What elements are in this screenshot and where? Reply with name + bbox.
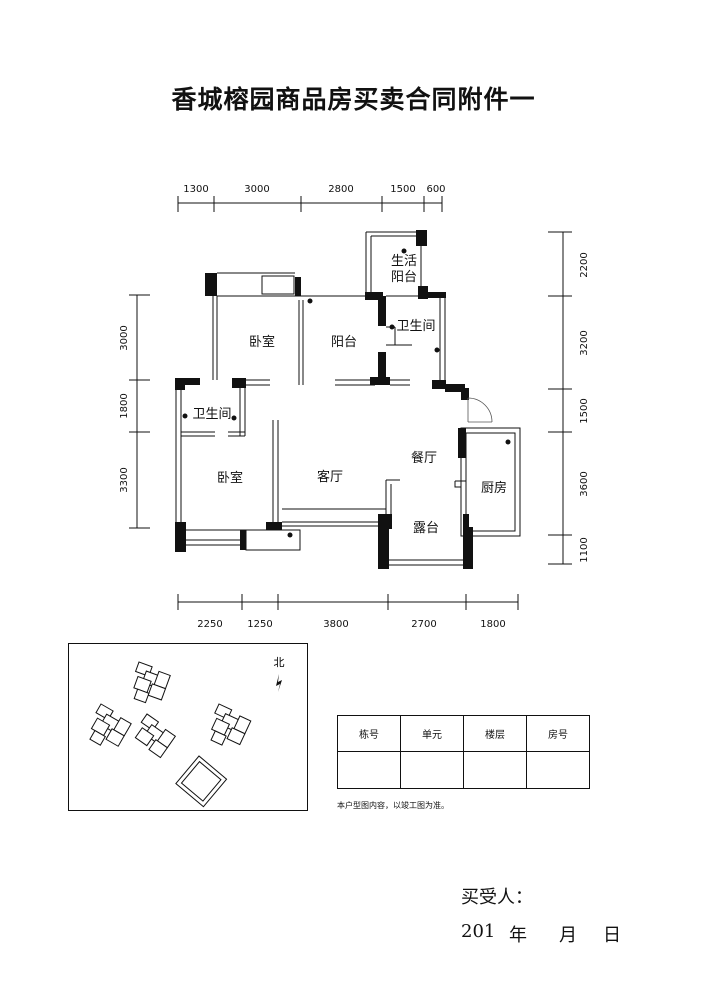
bottom-dimension-line: 2250 1250 3800 2700 1800 <box>177 594 519 630</box>
right-dim-3: 1500 <box>579 398 590 423</box>
bottom-dim-4: 2700 <box>411 619 436 630</box>
room-label-dining-room: 餐厅 <box>411 450 437 466</box>
bottom-dim-2: 1250 <box>247 619 272 630</box>
left-dim-3: 3300 <box>119 467 130 492</box>
date-year: 201 <box>461 921 496 942</box>
left-dim-2: 1800 <box>119 393 130 418</box>
top-dim-3: 2800 <box>328 184 353 195</box>
room-label-balcony: 阳台 <box>331 335 357 350</box>
table-cell-unit[interactable] <box>400 751 464 789</box>
room-label-bathroom-right: 卫生间 <box>396 319 435 334</box>
right-dim-2: 3200 <box>579 330 590 355</box>
table-cell-room[interactable] <box>526 751 590 789</box>
date-day-unit: 日 <box>603 925 621 946</box>
table-note: 本户型图内容，以竣工图为准。 <box>337 801 449 810</box>
north-arrow-icon <box>276 674 282 692</box>
plan-walls <box>175 230 521 569</box>
room-label-bathroom-left: 卫生间 <box>192 407 231 422</box>
room-label-bedroom-top: 卧室 <box>249 334 275 350</box>
top-dim-4: 1500 <box>390 184 415 195</box>
room-label-bedroom-bottom: 卧室 <box>217 470 243 486</box>
room-label-service-balcony-1: 生活 <box>391 254 417 269</box>
bottom-dim-5: 1800 <box>480 619 505 630</box>
top-dim-2: 3000 <box>244 184 269 195</box>
table-header-floor: 楼层 <box>463 715 527 752</box>
top-dim-1: 1300 <box>183 184 208 195</box>
date-year-unit: 年 <box>509 925 527 946</box>
document-title: 香城榕园商品房买卖合同附件一 <box>171 85 536 114</box>
table-header-building: 栋号 <box>337 715 401 752</box>
room-label-service-balcony-2: 阳台 <box>391 270 417 285</box>
room-label-terrace: 露台 <box>413 521 439 536</box>
table-header-room: 房号 <box>526 715 590 752</box>
left-dimension-line: 3000 1800 3300 <box>119 294 150 529</box>
site-location-map: 北 <box>68 643 308 811</box>
left-dim-1: 3000 <box>119 325 130 350</box>
bottom-dim-1: 2250 <box>197 619 222 630</box>
table-header-unit: 单元 <box>400 715 464 752</box>
top-dim-5: 600 <box>426 184 445 195</box>
right-dim-1: 2200 <box>579 252 590 277</box>
right-dim-4: 3600 <box>579 471 590 496</box>
top-dimension-line: 1300 3000 2800 1500 600 <box>177 184 446 212</box>
right-dimension-line: 2200 3200 1500 3600 1100 <box>548 231 590 565</box>
table-cell-building[interactable] <box>337 751 401 789</box>
table-cell-floor[interactable] <box>463 751 527 789</box>
room-label-kitchen: 厨房 <box>481 480 507 496</box>
floor-plan: 1300 3000 2800 1500 600 2250 1250 3800 2… <box>119 184 590 630</box>
north-label: 北 <box>274 656 285 669</box>
unit-info-table: 栋号 单元 楼层 房号 <box>337 715 590 789</box>
date-month-unit: 月 <box>559 925 577 946</box>
bottom-dim-3: 3800 <box>323 619 348 630</box>
room-label-living-room: 客厅 <box>317 469 343 485</box>
buyer-label: 买受人： <box>461 887 533 908</box>
right-dim-5: 1100 <box>579 537 590 562</box>
